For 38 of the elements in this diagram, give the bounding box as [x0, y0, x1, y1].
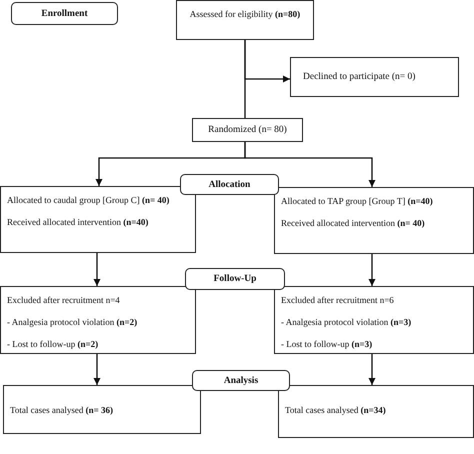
- box-text: Excluded after recruitment n=6: [281, 295, 395, 305]
- arrow: [368, 254, 376, 286]
- stage-label: [192, 370, 290, 391]
- box-text: Randomized (n= 80): [208, 125, 287, 135]
- box-text: Allocated to TAP group [Group T] (n=40): [281, 196, 434, 206]
- box-text: Excluded after recruitment n=4: [7, 295, 121, 305]
- box-text: Assessed for eligibility (n=80): [188, 9, 302, 19]
- process-box: [274, 187, 474, 254]
- box-text: Received allocated intervention (n= 40): [281, 218, 426, 228]
- box-text: - Lost to follow-up (n=2): [7, 339, 100, 349]
- stage-label: [185, 268, 285, 290]
- stage-label: [180, 174, 279, 195]
- box-text: Enrollment: [41, 8, 88, 18]
- box-text: - Lost to follow-up (n=3): [281, 339, 374, 349]
- box-text: Follow-Up: [214, 274, 256, 284]
- box-text: Declined to participate (n= 0): [303, 72, 416, 82]
- arrow: [368, 354, 376, 385]
- arrow: [94, 253, 100, 286]
- box-text: Allocation: [208, 180, 250, 190]
- process-box: [274, 286, 474, 354]
- box-text: Total cases analysed (n=34): [285, 405, 387, 415]
- box-text: - Analgesia protocol violation (n=2): [7, 317, 138, 327]
- arrow: [244, 40, 290, 82]
- process-box: [290, 57, 459, 97]
- arrow: [94, 354, 100, 385]
- box-text: Analysis: [224, 376, 258, 386]
- box-text: Total cases analysed (n= 36): [10, 405, 114, 415]
- box-text: Received allocated intervention (n=40): [7, 217, 150, 227]
- process-box: [192, 118, 303, 142]
- process-box: [0, 286, 196, 354]
- box-text: Allocated to caudal group [Group C] (n= 40): [7, 195, 170, 205]
- arrow: [244, 142, 376, 187]
- stage-label: [11, 2, 118, 25]
- process-box: [3, 385, 201, 434]
- process-box: [278, 385, 474, 438]
- process-box: [0, 186, 196, 253]
- box-text: - Analgesia protocol violation (n=3): [281, 317, 412, 327]
- process-box: [176, 0, 314, 40]
